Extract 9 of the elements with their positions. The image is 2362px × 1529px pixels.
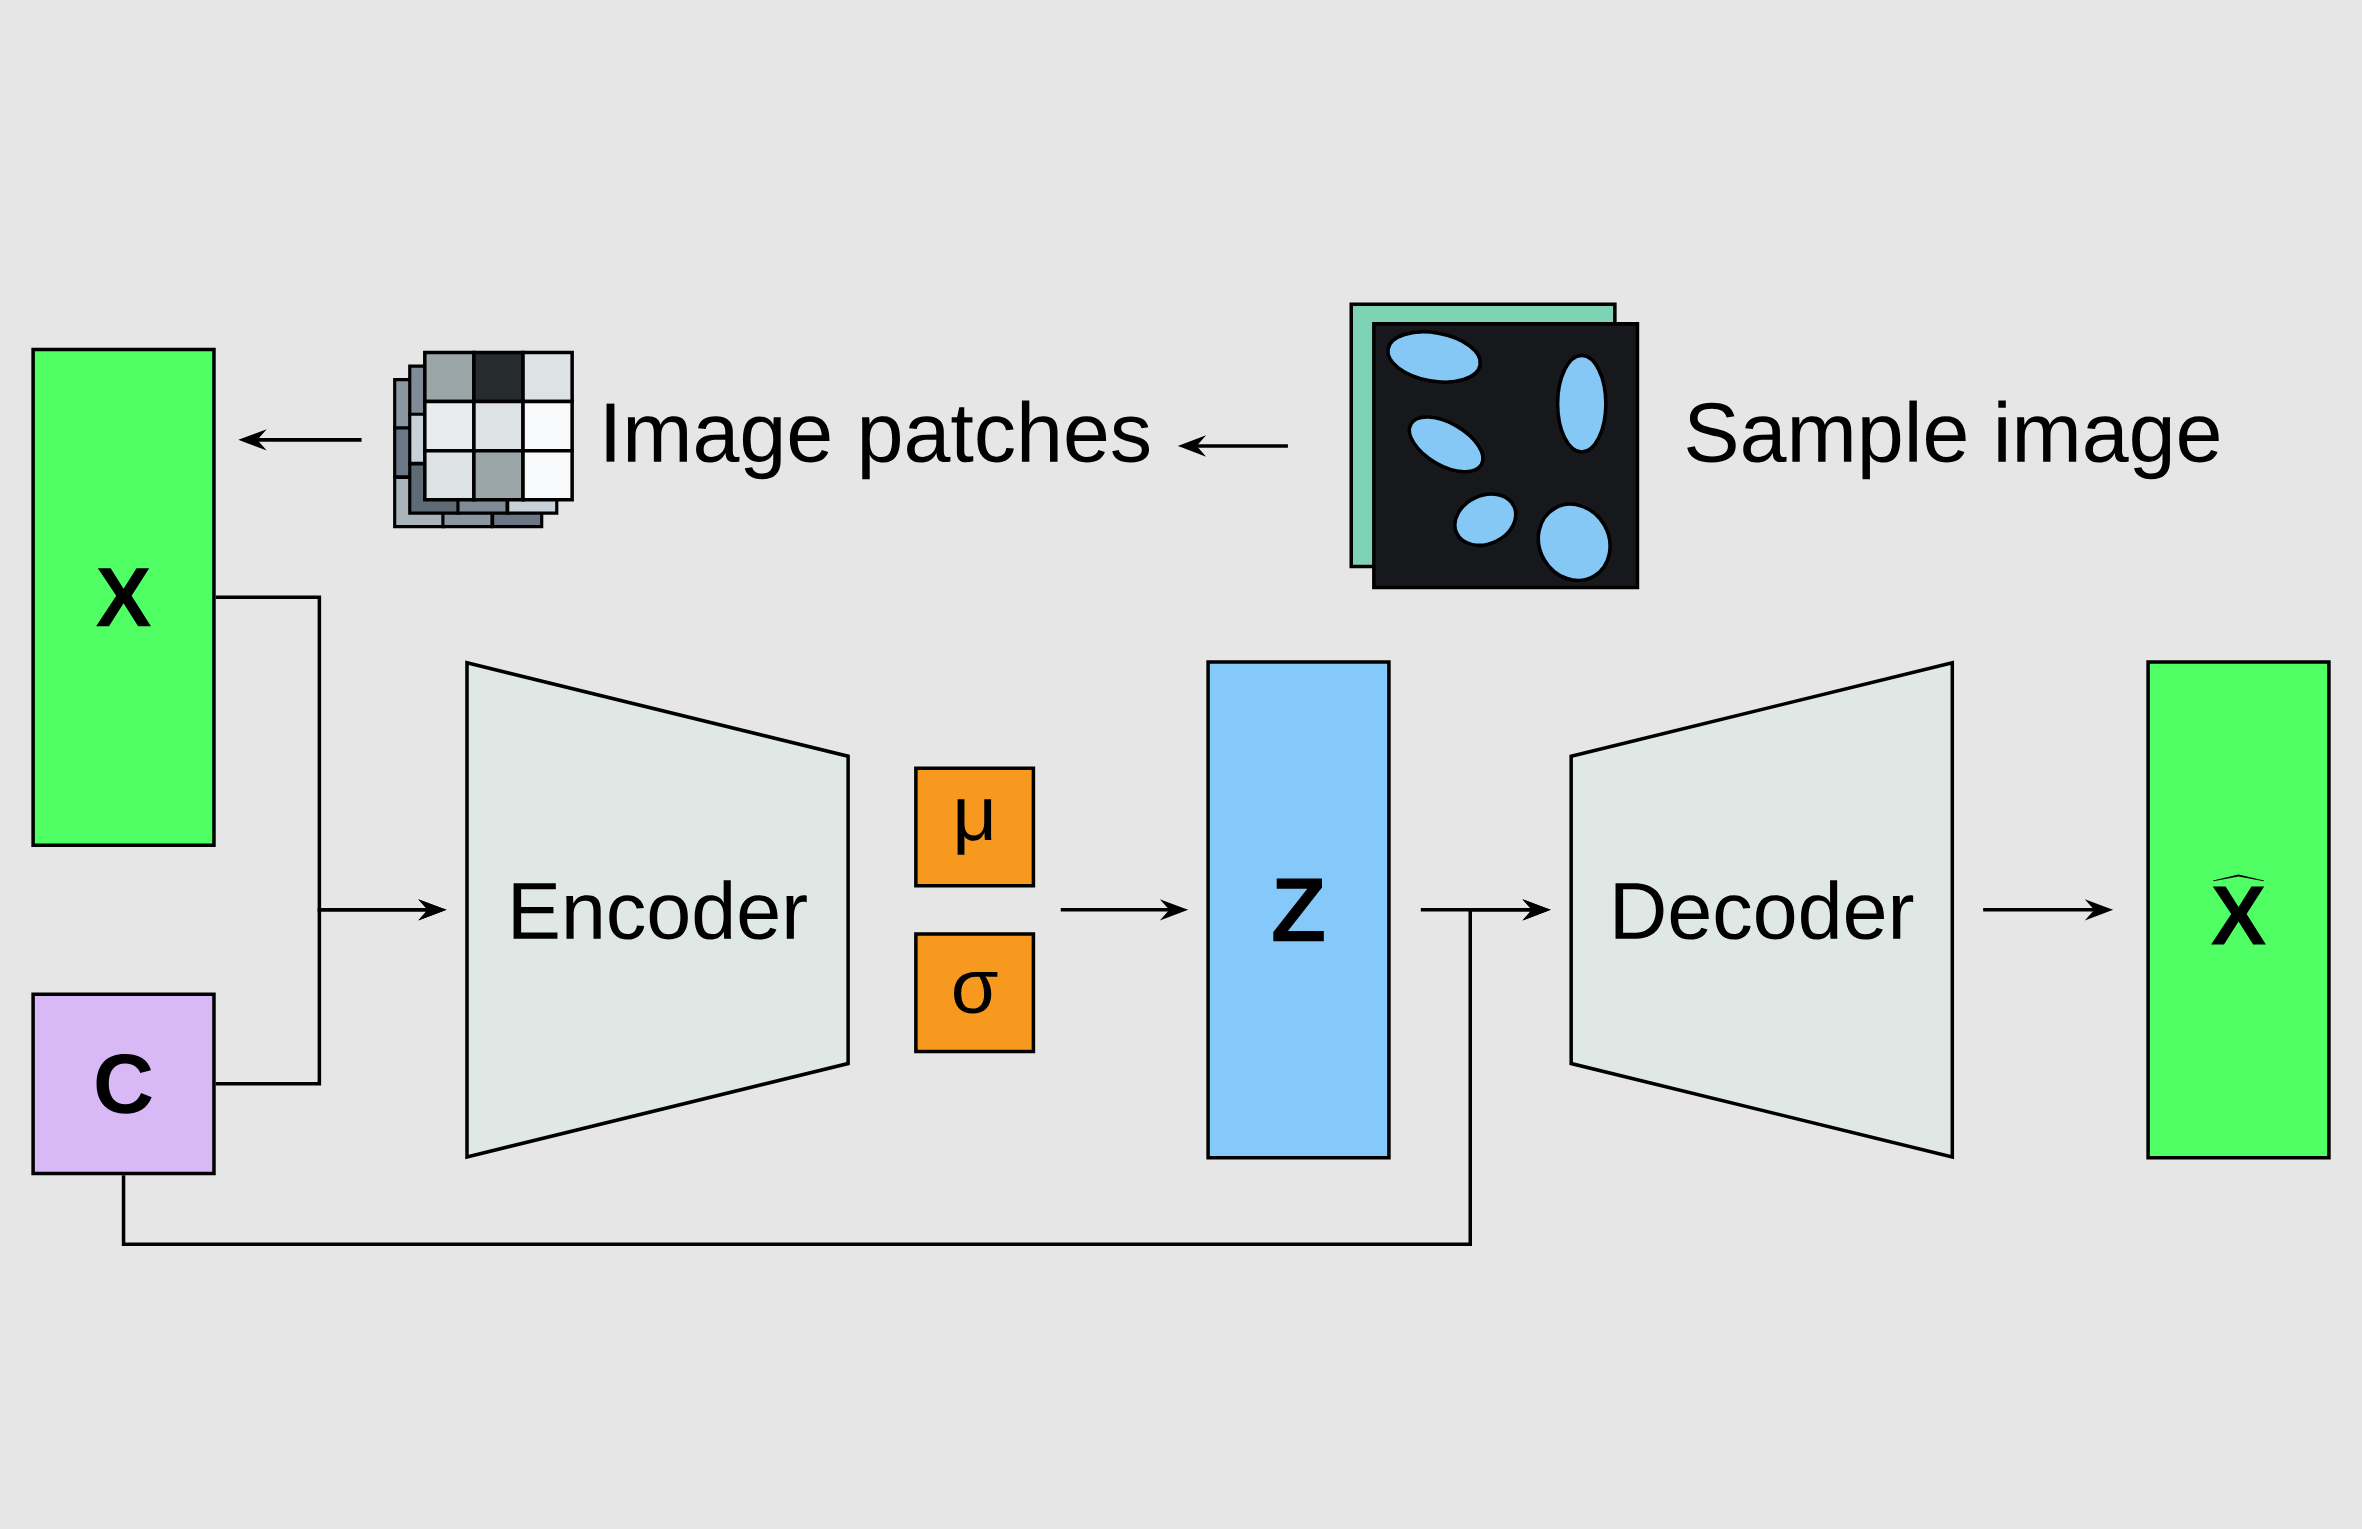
variance-box: σ xyxy=(914,932,1036,1054)
mean-box: μ xyxy=(914,766,1036,888)
condition-box: C xyxy=(31,992,216,1176)
input-box: X xyxy=(31,347,216,847)
latent-box: Z xyxy=(1206,660,1391,1160)
output-box: $\widehat{\textbf{X}}$ xyxy=(2146,660,2331,1160)
decoder-trapezoid: Decoder xyxy=(1569,660,1955,1160)
node-label: Sample image xyxy=(1687,400,2219,480)
node-label: Image patches xyxy=(606,400,1149,480)
